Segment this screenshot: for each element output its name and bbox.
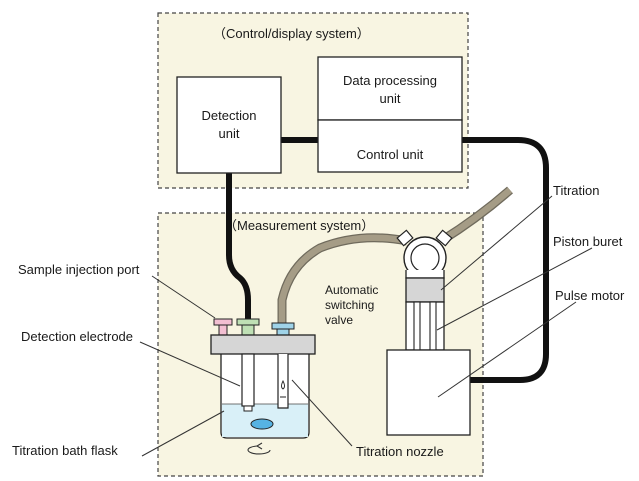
nozzle-port-stem (276, 328, 290, 336)
leader-sample-injection (151, 275, 216, 319)
label-pulse-motor: Pulse motor (555, 288, 625, 303)
cable-control-to-motor (462, 137, 549, 383)
control-unit-label: Control unit (357, 147, 424, 162)
switching-valve-label-3: valve (325, 313, 353, 327)
buret-neck (405, 270, 445, 279)
leader-bath-flask (141, 410, 225, 457)
data-processing-unit-label: Data processing (343, 73, 437, 88)
detection-electrode (241, 353, 255, 407)
leader-detection-electrode (139, 341, 241, 387)
leader-pulse-motor (437, 301, 577, 398)
buret-piston-housing (405, 301, 445, 351)
stir-rotation-arrowhead (255, 442, 263, 450)
label-detection-electrode: Detection electrode (21, 329, 133, 344)
control-unit-box (317, 119, 463, 173)
leader-titration-nozzle (291, 379, 353, 447)
electrode-port-stem (241, 324, 255, 336)
control-display-label: （Control/display system） (213, 26, 370, 41)
measurement-label: （Measurement system） (224, 218, 374, 233)
piston-rod-right (429, 301, 437, 351)
electrode-tip-mark (243, 405, 253, 412)
switching-valve-label-2: switching (325, 298, 374, 312)
label-piston-buret: Piston buret (553, 234, 623, 249)
detection-unit-label: Detection (202, 108, 257, 123)
label-titration: Titration (553, 183, 599, 198)
leader-titration (440, 195, 553, 291)
data-processing-unit-label-2: unit (380, 91, 401, 106)
nozzle-port-cap (271, 322, 295, 330)
detection-unit-box (176, 76, 282, 174)
switching-valve-label: Automatic (325, 283, 378, 297)
valve-fitting-left (396, 229, 414, 247)
electrode-port-cap (236, 318, 260, 326)
flask-cap (210, 334, 316, 355)
switching-valve-rotor (410, 243, 440, 273)
valve-fitting-right (435, 229, 453, 247)
nozzle-drop (281, 379, 285, 390)
injection-port-stem (218, 324, 228, 336)
label-sample-injection-port: Sample injection port (18, 262, 140, 277)
piston-rod-left (413, 301, 421, 351)
stir-bar (250, 418, 274, 430)
titrant-delivery-tube-fill (278, 234, 408, 325)
pulse-motor-box (386, 349, 471, 436)
data-processing-unit-box (317, 56, 463, 121)
label-titration-bath-flask: Titration bath flask (12, 443, 118, 458)
buret-barrel (405, 277, 445, 303)
injection-port-cap (213, 318, 233, 326)
leader-piston-buret (436, 247, 593, 331)
cable-detection-to-electrode (226, 170, 251, 325)
stir-rotation-arrow (247, 445, 271, 455)
label-titration-nozzle: Titration nozzle (356, 444, 444, 459)
detection-unit-label-2: unit (219, 126, 240, 141)
